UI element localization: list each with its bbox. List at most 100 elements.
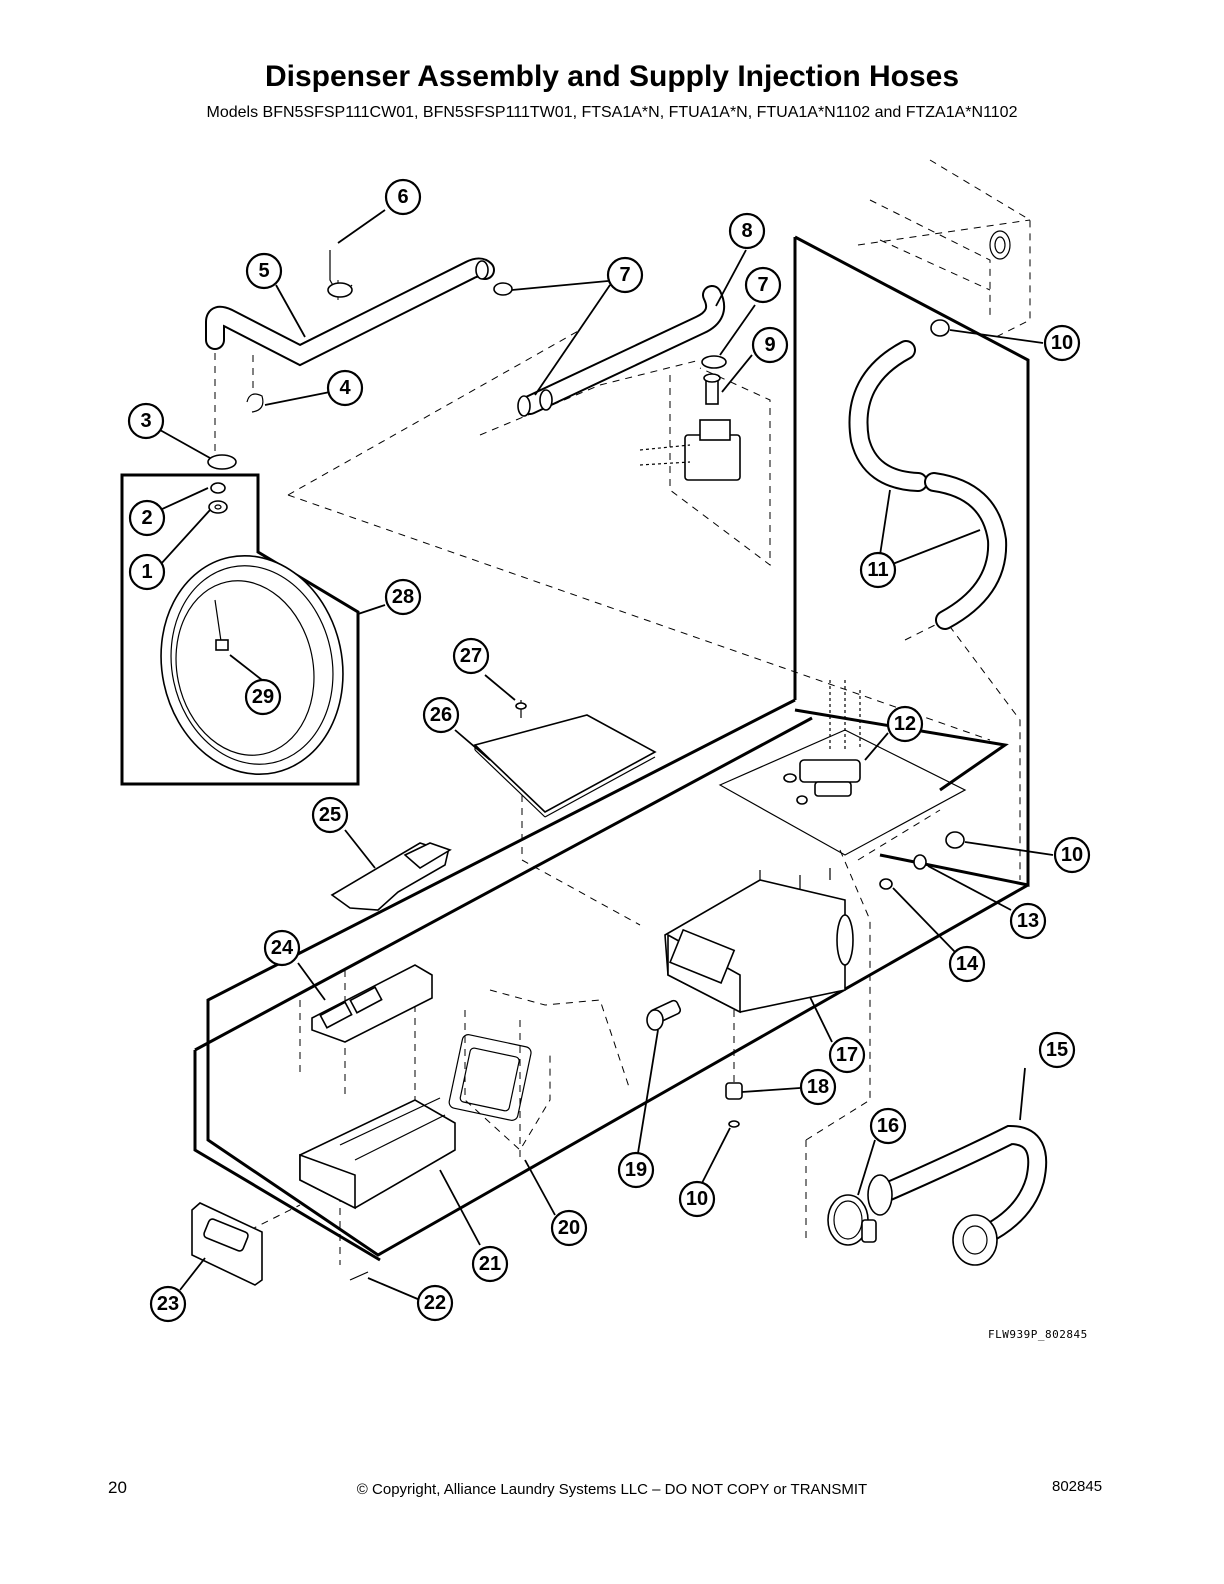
drawing-code: FLW939P_802845: [988, 1328, 1088, 1341]
callout-10-bottom: 10: [678, 1180, 716, 1218]
callout-10-right: 10: [1053, 836, 1091, 874]
water-valve-assembly: [718, 680, 967, 856]
callout-11: 11: [859, 551, 897, 589]
svg-text:25: 25: [319, 804, 341, 826]
callout-4: 4: [326, 369, 364, 407]
assembly-guide-lines: [214, 219, 1031, 1265]
svg-text:18: 18: [807, 1076, 829, 1098]
svg-text:1: 1: [141, 561, 152, 583]
callout-17: 17: [828, 1036, 866, 1074]
svg-text:15: 15: [1046, 1039, 1068, 1061]
cabinet-frame: [193, 235, 1030, 1262]
drain-hose: [867, 1124, 1048, 1266]
dispenser-lid: [311, 964, 433, 1043]
svg-text:17: 17: [836, 1044, 858, 1066]
callout-19: 19: [617, 1151, 655, 1189]
svg-text:24: 24: [271, 937, 294, 959]
elbow-fitting: [646, 999, 682, 1031]
leader-lines: [159, 209, 1054, 1301]
callout-18: 18: [799, 1068, 837, 1106]
callout-3: 3: [127, 402, 165, 440]
svg-text:29: 29: [252, 686, 274, 708]
clamp-10-top: [930, 319, 950, 337]
callout-16: 16: [869, 1107, 907, 1145]
svg-text:2: 2: [141, 507, 152, 529]
svg-text:8: 8: [741, 220, 752, 242]
washer-14: [879, 878, 893, 890]
svg-text:16: 16: [877, 1115, 899, 1137]
callout-8: 8: [728, 212, 766, 250]
callout-26: 26: [422, 696, 460, 734]
svg-text:21: 21: [479, 1253, 501, 1275]
hose-clamp-7-upper: [493, 282, 513, 296]
callout-9: 9: [751, 326, 789, 364]
callout-25: 25: [311, 796, 349, 834]
svg-text:11: 11: [867, 559, 888, 581]
hose-clip: [327, 250, 353, 298]
models-subtitle: Models BFN5SFSP111CW01, BFN5SFSP111TW01,…: [206, 104, 1018, 121]
upper-inlet-hose: [205, 257, 495, 367]
nut-13: [913, 854, 927, 870]
dispenser-drawer: [299, 1097, 456, 1210]
svg-text:22: 22: [424, 1292, 446, 1314]
callout-1: 1: [128, 553, 166, 591]
svg-text:4: 4: [339, 377, 351, 399]
callout-10-top: 10: [1043, 324, 1081, 362]
svg-text:10: 10: [686, 1188, 708, 1210]
svg-text:3: 3: [140, 410, 151, 432]
hose-clamp-7-lower: [701, 355, 727, 369]
drain-plug: [725, 1082, 743, 1128]
callout-20: 20: [550, 1209, 588, 1247]
callout-7-upper: 7: [606, 256, 644, 294]
svg-text:19: 19: [625, 1159, 647, 1181]
callout-23: 23: [149, 1285, 187, 1323]
fill-hose: [517, 285, 725, 417]
copyright-notice: © Copyright, Alliance Laundry Systems LL…: [356, 1481, 868, 1498]
svg-text:26: 26: [430, 704, 452, 726]
injection-hoses-11: [848, 340, 1008, 630]
svg-text:6: 6: [397, 186, 408, 208]
svg-text:27: 27: [460, 645, 482, 667]
drawer-handle: [191, 1202, 263, 1286]
svg-text:28: 28: [392, 586, 414, 608]
callout-7-lower: 7: [744, 266, 782, 304]
svg-text:20: 20: [558, 1217, 580, 1239]
svg-text:7: 7: [757, 274, 768, 296]
callout-29: 29: [244, 678, 282, 716]
front-bracket: [448, 1010, 551, 1151]
callout-2: 2: [128, 499, 166, 537]
svg-text:5: 5: [258, 260, 269, 282]
svg-text:10: 10: [1061, 844, 1083, 866]
dispenser-housing: [664, 868, 854, 1014]
drain-hose-clamp: [827, 1194, 877, 1246]
callout-24: 24: [263, 929, 301, 967]
page-title: Dispenser Assembly and Supply Injection …: [264, 60, 960, 93]
clamp-10-right: [945, 831, 965, 849]
svg-text:23: 23: [157, 1293, 179, 1315]
svg-text:7: 7: [619, 264, 630, 286]
screw-22: [349, 1271, 369, 1281]
siphon-cap: [330, 842, 452, 911]
document-number: 802845: [1052, 1478, 1103, 1495]
nozzle-fittings: [207, 454, 237, 514]
callout-27: 27: [452, 637, 490, 675]
callout-13: 13: [1009, 902, 1047, 940]
callout-28: 28: [384, 578, 422, 616]
rear-valve-bracket: [639, 367, 771, 566]
callout-22: 22: [416, 1284, 454, 1322]
hose-clamp-4: [246, 393, 264, 413]
svg-text:9: 9: [764, 334, 775, 356]
callout-12: 12: [886, 705, 924, 743]
inlet-nozzle-9: [703, 373, 721, 405]
dispenser-cover-plate: [473, 700, 657, 818]
callout-15: 15: [1038, 1031, 1076, 1069]
callout-14: 14: [948, 945, 986, 983]
page-number: 20: [108, 1478, 127, 1497]
callout-21: 21: [471, 1245, 509, 1283]
tub-front-inset: [120, 473, 360, 786]
svg-text:14: 14: [956, 953, 979, 975]
callout-6: 6: [384, 178, 422, 216]
callout-5: 5: [245, 252, 283, 290]
svg-text:10: 10: [1051, 332, 1073, 354]
